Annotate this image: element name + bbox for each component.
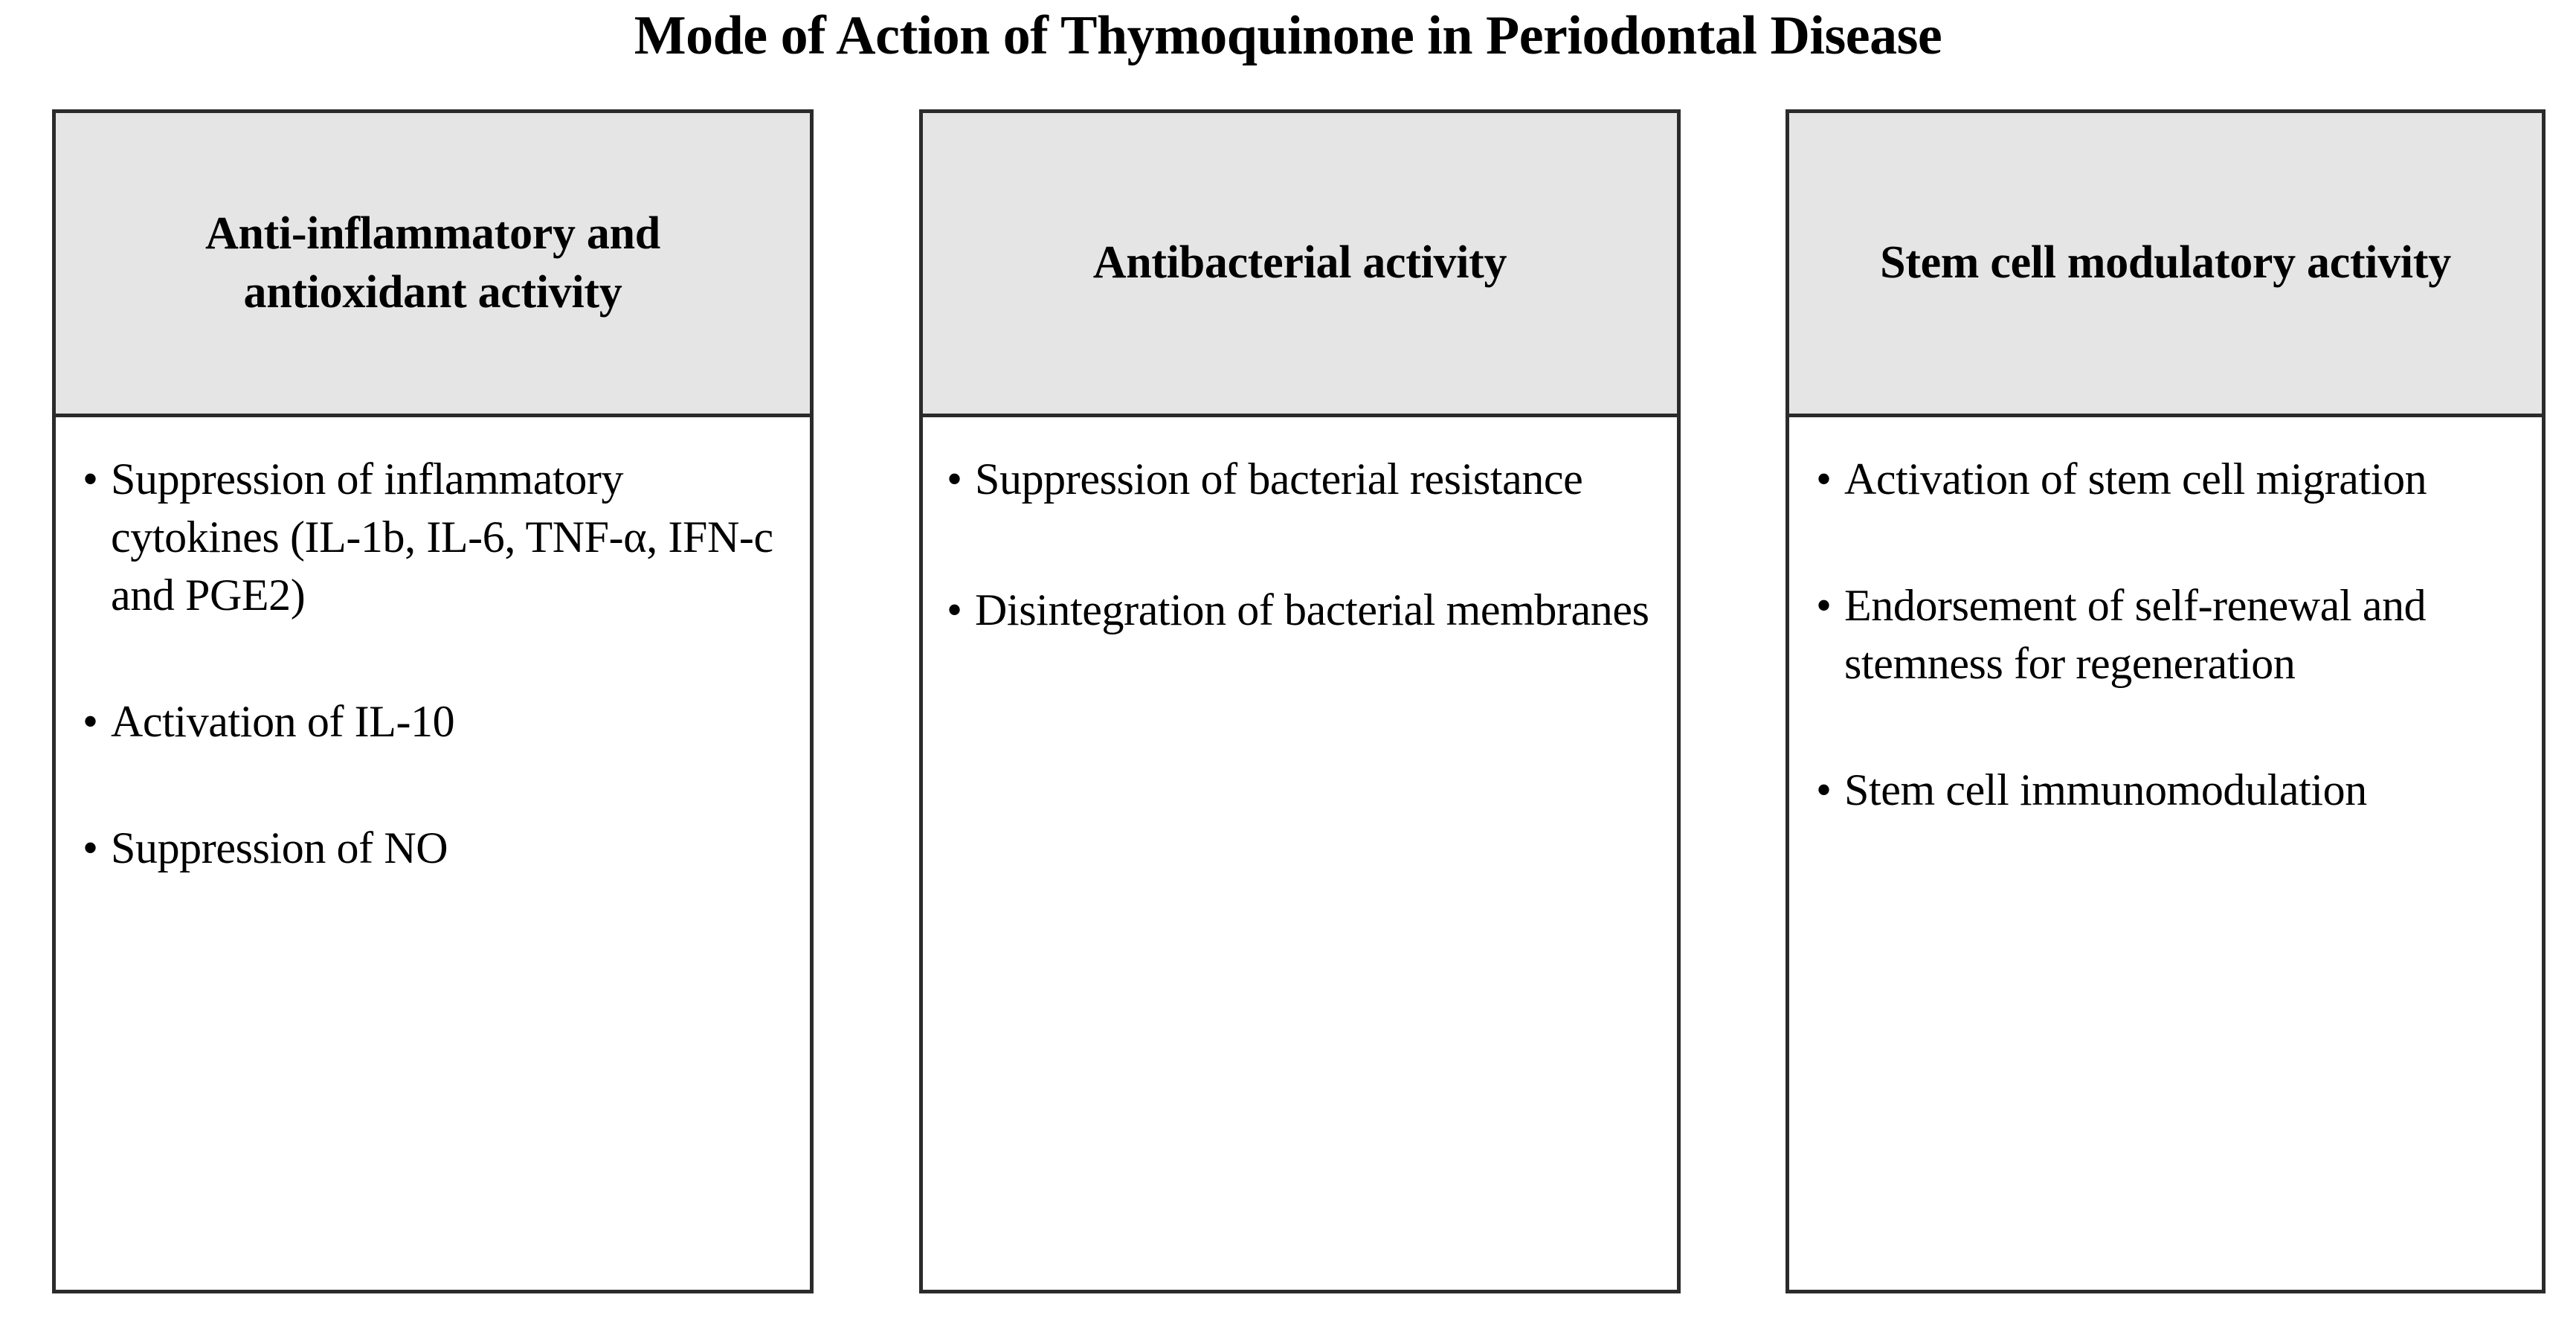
bullet-list: Suppression of bacterial resistance Disi… xyxy=(947,450,1655,639)
column-gap xyxy=(814,109,919,1293)
bullet-list: Suppression of inflammatory cytokines (I… xyxy=(83,450,793,877)
column-body-anti-inflammatory: Suppression of inflammatory cytokines (I… xyxy=(56,417,810,1290)
list-item: Suppression of NO xyxy=(83,819,793,877)
column-gap xyxy=(1681,109,1786,1293)
list-item: Activation of IL-10 xyxy=(83,692,793,750)
list-item: Suppression of bacterial resistance xyxy=(947,450,1655,508)
column-header-anti-inflammatory: Anti-inflammatory and antioxidant activi… xyxy=(56,113,810,417)
figure-title: Mode of Action of Thymoquinone in Period… xyxy=(634,5,1942,66)
column-header-label: Anti-inflammatory and antioxidant activi… xyxy=(205,208,660,318)
list-item: Endorsement of self-renewal and stemness… xyxy=(1816,576,2528,692)
column-header-antibacterial: Antibacterial activity xyxy=(923,113,1677,417)
columns-container: Anti-inflammatory and antioxidant activi… xyxy=(52,109,2546,1293)
bullet-list: Activation of stem cell migration Endors… xyxy=(1816,450,2528,819)
list-item: Disintegration of bacterial membranes xyxy=(947,581,1655,639)
list-item: Activation of stem cell migration xyxy=(1816,450,2528,508)
column-body-antibacterial: Suppression of bacterial resistance Disi… xyxy=(923,417,1677,1290)
list-item: Suppression of inflammatory cytokines (I… xyxy=(83,450,793,624)
list-item: Stem cell immunomodulation xyxy=(1816,761,2528,819)
column-header-label: Stem cell modulatory activity xyxy=(1880,237,2451,289)
column-stem-cell: Stem cell modulatory activity Activation… xyxy=(1786,109,2546,1293)
column-body-stem-cell: Activation of stem cell migration Endors… xyxy=(1789,417,2542,1290)
column-antibacterial: Antibacterial activity Suppression of ba… xyxy=(919,109,1681,1293)
column-header-label: Antibacterial activity xyxy=(1092,237,1507,289)
column-anti-inflammatory: Anti-inflammatory and antioxidant activi… xyxy=(52,109,814,1293)
column-header-stem-cell: Stem cell modulatory activity xyxy=(1789,113,2542,417)
